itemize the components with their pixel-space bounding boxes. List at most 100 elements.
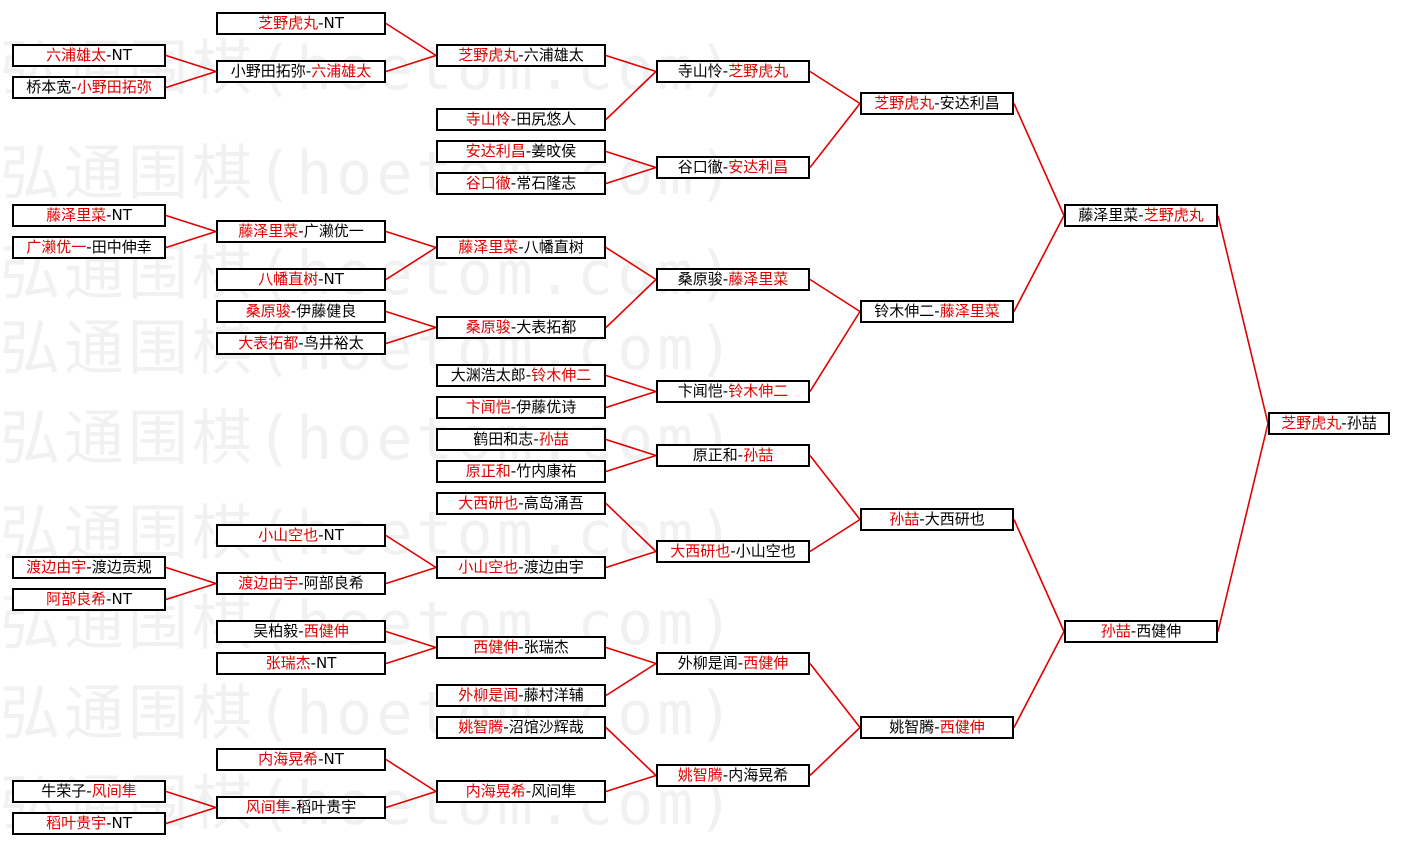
match-box: 桑原骏-大表拓都 — [436, 316, 606, 339]
player-name: 阿部良希 — [303, 574, 364, 592]
player-name: 田尻悠人 — [516, 110, 577, 128]
match-box: 大西研也-高岛涌吾 — [436, 492, 606, 515]
separator: - — [737, 654, 744, 672]
match-box: 渡边由宇-渡边贡规 — [12, 556, 166, 579]
match-box: 小山空也-渡边由宇 — [436, 556, 606, 579]
player-name: 六浦雄太 — [523, 46, 584, 64]
player-name: 寺山怜 — [677, 62, 723, 80]
player-name: 稻叶贵宇 — [296, 798, 357, 816]
match-box: 西健伸-张瑞杰 — [436, 636, 606, 659]
separator: - — [934, 94, 940, 112]
winner-name: 大表拓都 — [238, 334, 299, 352]
player-name: NT — [323, 526, 344, 544]
connector-line — [385, 326, 437, 345]
match-box: 大西研也-小山空也 — [656, 540, 810, 563]
winner-name: 安达利昌 — [728, 158, 789, 176]
match-box: 内海晃希-风间隼 — [436, 780, 606, 803]
match-box: 渡边由宇-阿部良希 — [216, 572, 386, 595]
winner-name: 西健伸 — [743, 654, 789, 672]
separator: - — [919, 510, 925, 528]
winner-name: 广濑优一 — [26, 238, 87, 256]
connector-line — [605, 246, 657, 281]
separator: - — [298, 222, 304, 240]
player-name: 桑原骏 — [677, 270, 723, 288]
match-box: 吴柏毅-西健伸 — [216, 620, 386, 643]
winner-name: 八幡直树 — [258, 270, 319, 288]
separator: - — [730, 542, 736, 560]
match-box: 芝野虎丸-六浦雄太 — [436, 44, 606, 67]
match-box: 桑原骏-伊藤健良 — [216, 300, 386, 323]
match-box: 阿部良希-NT — [12, 588, 166, 611]
player-name: NT — [323, 14, 344, 32]
player-name: NT — [111, 46, 132, 64]
connector-line — [809, 455, 861, 520]
connector-line — [605, 646, 657, 665]
connector-line — [165, 566, 217, 585]
separator: - — [106, 590, 112, 608]
separator: - — [525, 782, 532, 800]
winner-name: 西健伸 — [303, 622, 349, 640]
match-box: 孙喆-西健伸 — [1064, 620, 1218, 643]
connector-line — [605, 774, 657, 793]
match-box: 谷口徹-安达利昌 — [656, 156, 810, 179]
player-name: 伊藤健良 — [296, 302, 357, 320]
connector-line — [1013, 215, 1065, 312]
connector-line — [605, 438, 657, 457]
player-name: 姚智腾 — [889, 718, 935, 736]
player-name: NT — [111, 814, 132, 832]
player-name: 原正和 — [692, 446, 738, 464]
connector-line — [1013, 103, 1065, 216]
winner-name: 大西研也 — [458, 494, 519, 512]
player-name: 田中伸幸 — [91, 238, 152, 256]
connector-line — [605, 390, 657, 409]
player-name: 卞闻恺 — [677, 382, 723, 400]
separator: - — [318, 270, 324, 288]
separator: - — [298, 334, 304, 352]
connector-line — [605, 166, 657, 185]
separator: - — [503, 718, 509, 736]
connector-line — [165, 806, 217, 825]
connector-line — [385, 246, 437, 281]
separator: - — [510, 398, 517, 416]
match-box: 芝野虎丸-孙喆 — [1268, 412, 1390, 435]
player-name: NT — [111, 206, 132, 224]
connector-line — [165, 582, 217, 601]
winner-name: 桑原骏 — [465, 318, 511, 336]
match-box: 张瑞杰-NT — [216, 652, 386, 675]
connector-line — [165, 230, 217, 249]
separator: - — [533, 430, 539, 448]
winner-name: 孙喆 — [889, 510, 920, 528]
connector-line — [165, 214, 217, 233]
player-name: 八幡直树 — [523, 238, 584, 256]
match-box: 小野田拓弥-六浦雄太 — [216, 60, 386, 83]
match-box: 内海晃希-NT — [216, 748, 386, 771]
separator: - — [106, 814, 112, 832]
winner-name: 外柳是闻 — [458, 686, 519, 704]
separator: - — [722, 158, 729, 176]
match-box: 八幡直树-NT — [216, 268, 386, 291]
player-name: NT — [323, 750, 344, 768]
separator: - — [86, 782, 92, 800]
separator: - — [722, 62, 729, 80]
match-box: 卞闻恺-铃木伸二 — [656, 380, 810, 403]
player-name: 外柳是闻 — [677, 654, 738, 672]
separator: - — [722, 382, 729, 400]
separator: - — [525, 366, 532, 384]
separator: - — [106, 46, 112, 64]
match-box: 寺山怜-田尻悠人 — [436, 108, 606, 131]
winner-name: 六浦雄太 — [46, 46, 107, 64]
player-name: 广濑优一 — [303, 222, 364, 240]
winner-name: 稻叶贵宇 — [46, 814, 107, 832]
winner-name: 寺山怜 — [465, 110, 511, 128]
connector-line — [605, 150, 657, 169]
winner-name: 藤泽里菜 — [46, 206, 107, 224]
match-box: 姚智腾-内海晃希 — [656, 764, 810, 787]
match-box: 原正和-孙喆 — [656, 444, 810, 467]
winner-name: 姚智腾 — [677, 766, 723, 784]
connector-line — [1013, 631, 1065, 728]
winner-name: 原正和 — [465, 462, 511, 480]
winner-name: 风间隼 — [245, 798, 291, 816]
connector-line — [809, 278, 861, 313]
